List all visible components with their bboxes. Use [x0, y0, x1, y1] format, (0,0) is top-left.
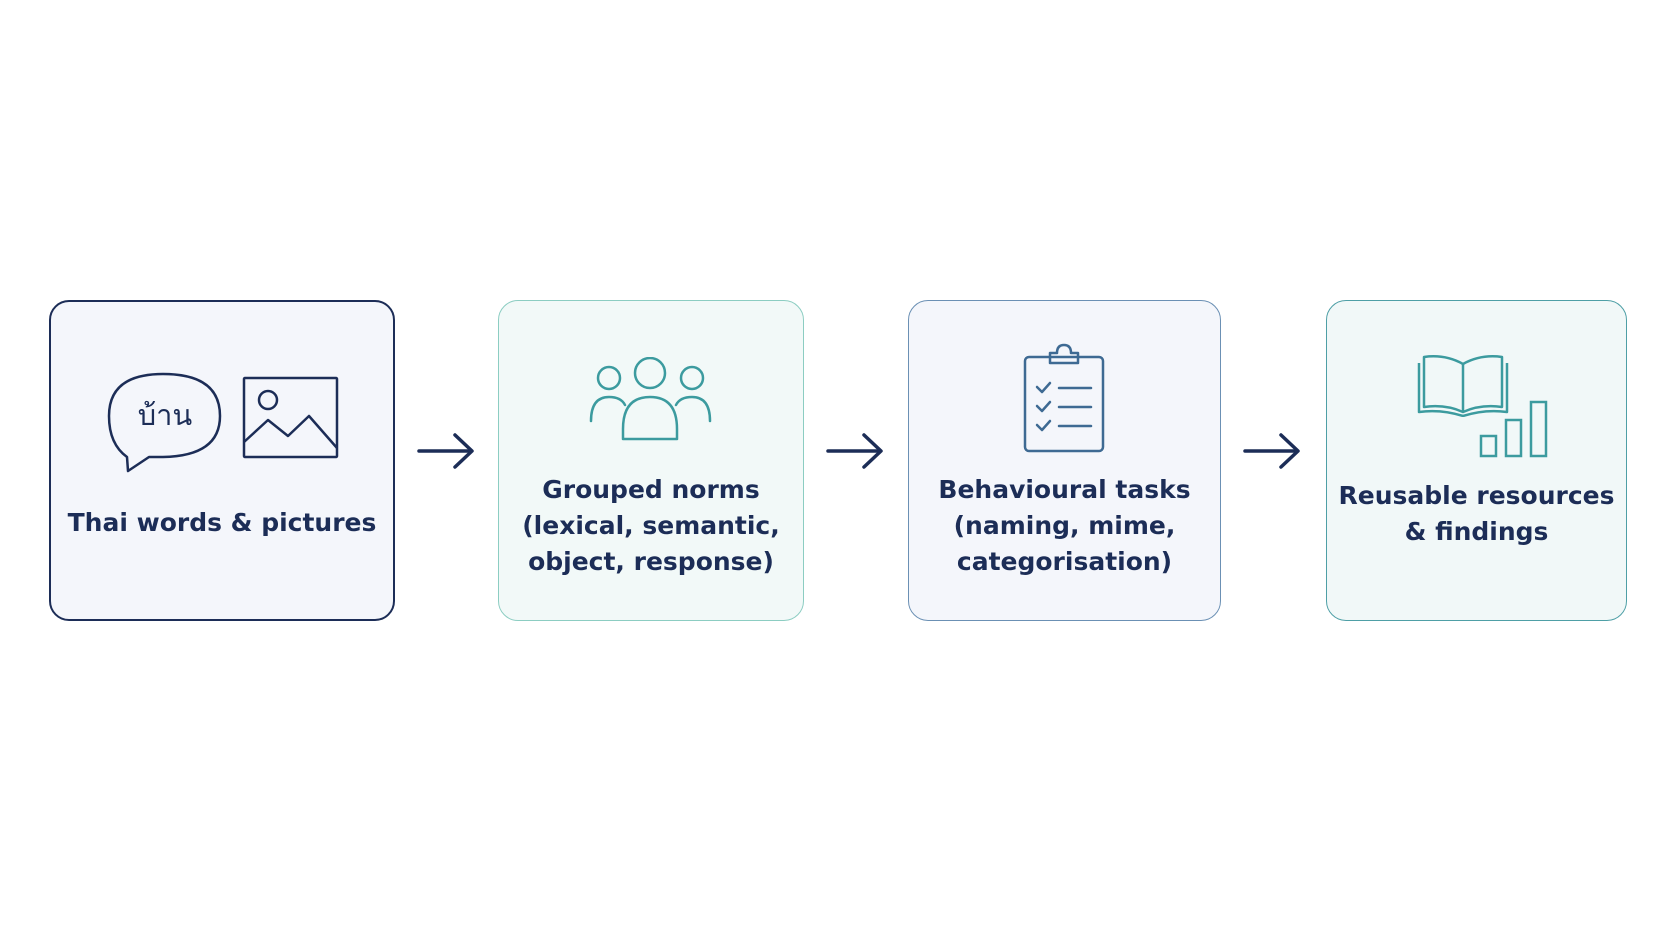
- step-label-line: Grouped norms: [542, 475, 760, 504]
- step-card-behavioural-tasks: Behavioural tasks (naming, mime, categor…: [908, 300, 1221, 621]
- arrow-right-icon: [1243, 432, 1301, 474]
- step-card-reusable-resources: Reusable resources & findings: [1326, 300, 1627, 621]
- bar-chart-icon: [1477, 400, 1549, 464]
- step-label-line: Behavioural tasks: [938, 475, 1191, 504]
- arrow-right-icon: [417, 432, 475, 474]
- people-group-icon: [588, 356, 714, 447]
- step-label-line: Thai words & pictures: [67, 508, 377, 537]
- step-label-line: (naming, mime,: [953, 511, 1176, 540]
- step-label-line: categorisation): [956, 547, 1173, 576]
- step-label-line: Reusable resources: [1338, 481, 1615, 510]
- step-label: Thai words & pictures: [51, 505, 393, 541]
- step-label-line: & findings: [1404, 517, 1549, 546]
- step-label: Behavioural tasks (naming, mime, categor…: [909, 472, 1220, 580]
- step-label: Reusable resources & findings: [1327, 478, 1626, 550]
- step-card-grouped-norms: Grouped norms (lexical, semantic, object…: [498, 300, 804, 621]
- clipboard-checklist-icon: [1019, 343, 1109, 457]
- arrow-right-icon: [826, 432, 884, 474]
- step-label: Grouped norms (lexical, semantic, object…: [499, 472, 803, 580]
- image-icon: [242, 376, 340, 464]
- open-book-icon: [1417, 351, 1509, 421]
- bubble-text: บ้าน: [138, 398, 193, 432]
- step-card-thai-words: บ้าน Thai words & pictures: [49, 300, 395, 621]
- speech-bubble-icon: บ้าน: [103, 364, 228, 478]
- step-label-line: (lexical, semantic,: [522, 511, 780, 540]
- step-label-line: object, response): [528, 547, 774, 576]
